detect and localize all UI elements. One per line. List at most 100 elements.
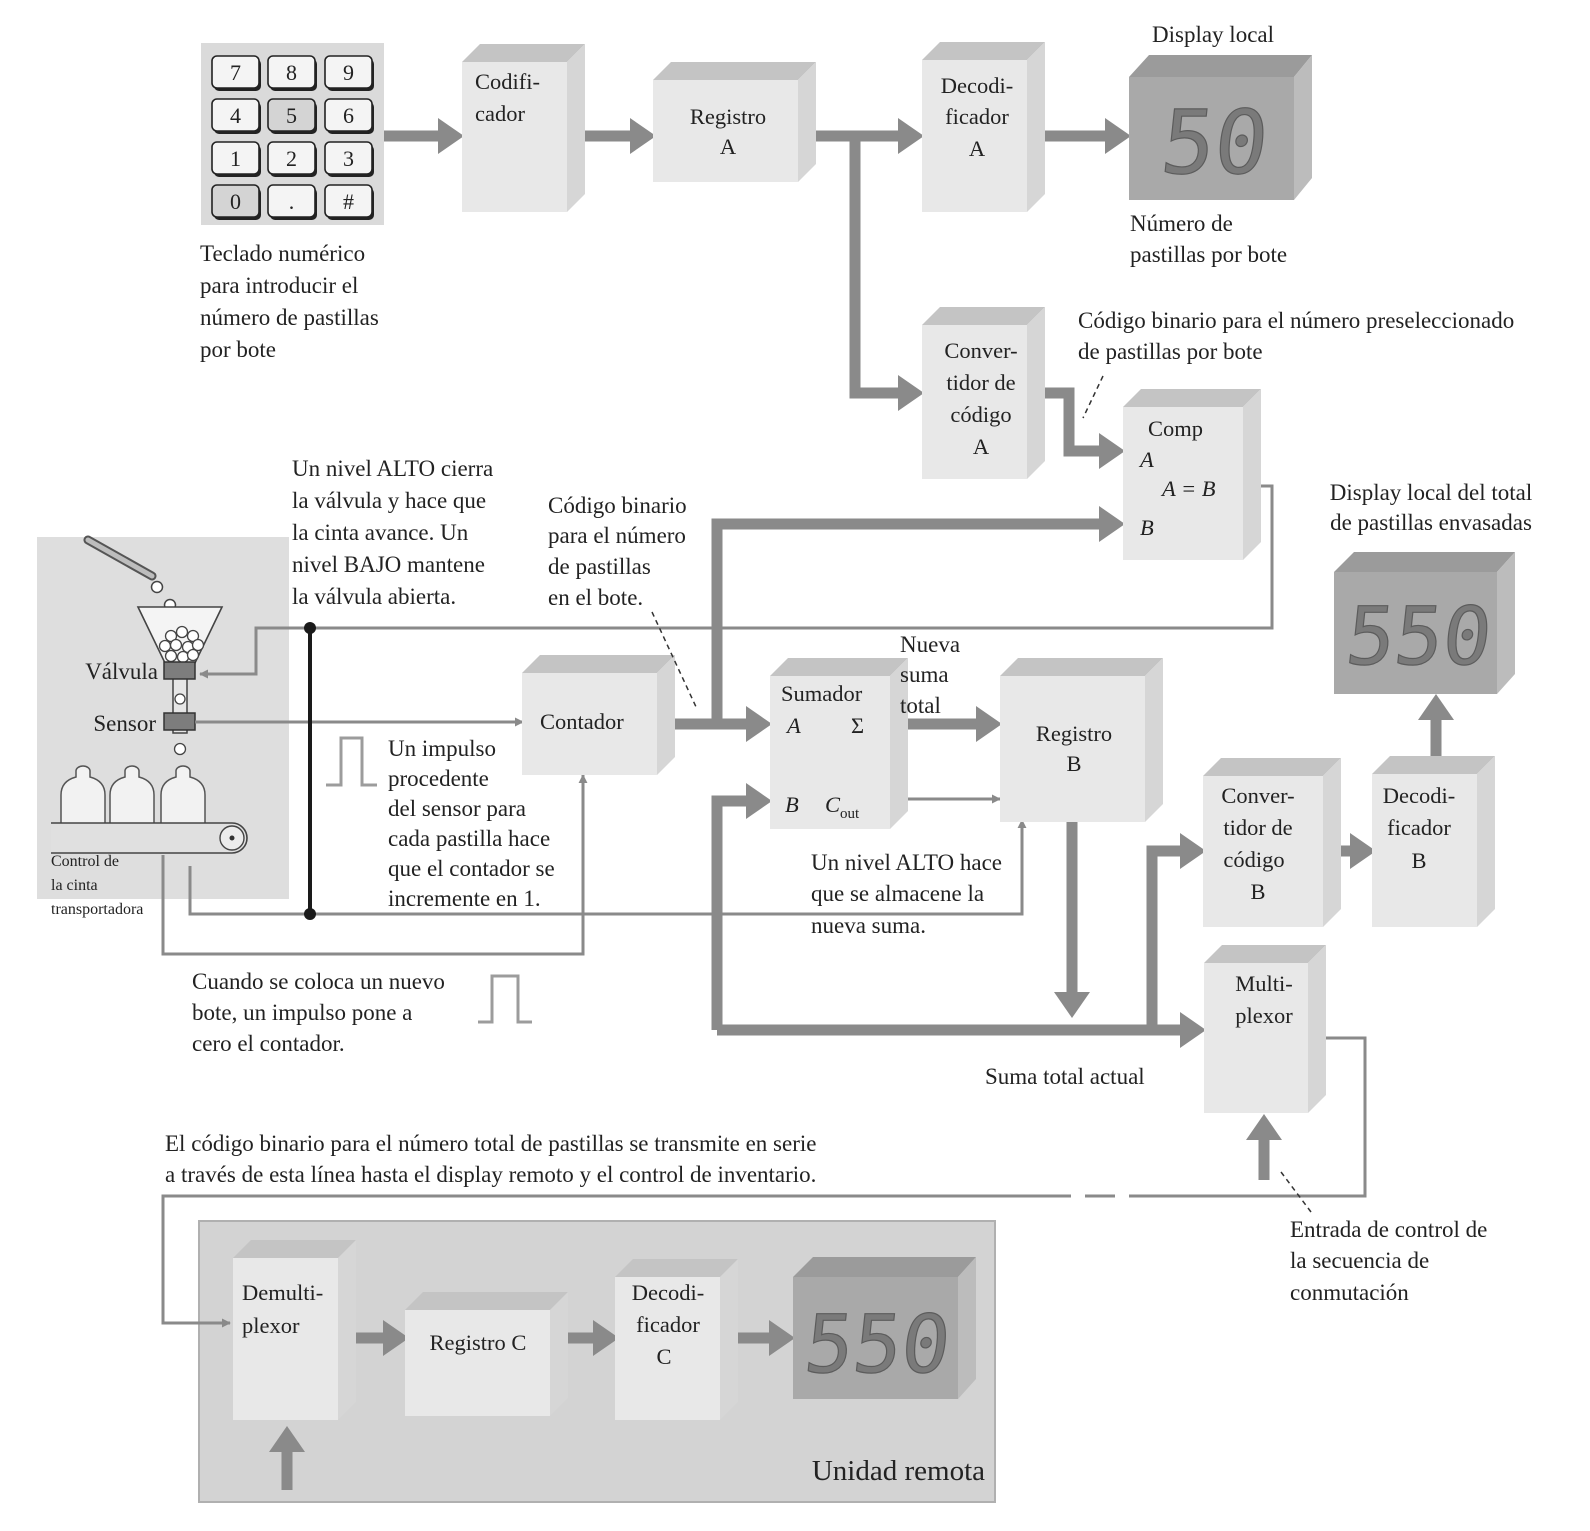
svg-text:Entrada de control de: Entrada de control de xyxy=(1290,1217,1487,1242)
svg-text:6: 6 xyxy=(343,103,354,128)
comparator-block xyxy=(1123,389,1261,560)
demultiplexer-block xyxy=(233,1240,356,1420)
svg-text:por bote: por bote xyxy=(200,337,276,362)
svg-text:Decodi-: Decodi- xyxy=(941,73,1013,98)
keypad-key: 3 xyxy=(324,141,374,177)
sensor-pulse-annotation: Un impulso procedente del sensor para ca… xyxy=(388,736,555,911)
svg-text:tidor de: tidor de xyxy=(1223,815,1292,840)
svg-text:5: 5 xyxy=(286,103,297,128)
machine-panel: Válvula Sensor Control de la cinta trans… xyxy=(37,535,289,918)
svg-text:cada pastilla hace: cada pastilla hace xyxy=(388,826,550,851)
svg-text:código: código xyxy=(950,402,1011,427)
svg-text:código: código xyxy=(1223,847,1284,872)
adder-block xyxy=(770,658,908,829)
keypad-key: 7 xyxy=(211,55,261,91)
svg-text:Demulti-: Demulti- xyxy=(242,1280,323,1305)
svg-text:la válvula y hace que: la válvula y hace que xyxy=(292,488,486,513)
svg-text:Teclado numérico: Teclado numérico xyxy=(200,241,365,266)
svg-text:la cinta avance. Un: la cinta avance. Un xyxy=(292,520,469,545)
svg-text:plexor: plexor xyxy=(1235,1003,1293,1028)
reset-pulse-annotation: Cuando se coloca un nuevo bote, un impul… xyxy=(192,969,445,1056)
total-display-title: Display local del total de pastillas env… xyxy=(1330,480,1532,535)
svg-text:Display local del total: Display local del total xyxy=(1330,480,1532,505)
svg-text:plexor: plexor xyxy=(242,1313,300,1338)
svg-text:0: 0 xyxy=(230,189,241,214)
svg-text:Registro C: Registro C xyxy=(430,1330,527,1355)
valve-label: Válvula xyxy=(85,659,158,684)
high-level-control-bus xyxy=(304,622,316,920)
svg-text:bote, un impulso pone a: bote, un impulso pone a xyxy=(192,1000,412,1025)
svg-text:Sumador: Sumador xyxy=(781,681,863,706)
keypad-key: 5 xyxy=(267,98,317,134)
svg-text:A: A xyxy=(1138,447,1154,472)
svg-text:B: B xyxy=(785,792,799,817)
svg-text:Cuando se coloca un nuevo: Cuando se coloca un nuevo xyxy=(192,969,445,994)
svg-text:Código binario: Código binario xyxy=(548,493,687,518)
svg-text:conmutación: conmutación xyxy=(1290,1280,1409,1305)
svg-text:suma: suma xyxy=(900,662,949,687)
svg-text:procedente: procedente xyxy=(388,766,489,791)
svg-text:Contador: Contador xyxy=(540,709,624,734)
decoder-c-block xyxy=(615,1259,738,1420)
svg-text:A: A xyxy=(720,134,737,159)
valve xyxy=(163,661,196,680)
remote-control-input-bus xyxy=(269,1426,305,1490)
register-c-block xyxy=(405,1292,568,1416)
svg-text:#: # xyxy=(343,189,354,214)
svg-text:ficador: ficador xyxy=(945,104,1009,129)
svg-text:Número de: Número de xyxy=(1130,211,1233,236)
code-converter-b-block-label: Conver- tidor de código B xyxy=(1221,783,1294,904)
svg-text:la secuencia de: la secuencia de xyxy=(1290,1248,1429,1273)
svg-text:la cinta: la cinta xyxy=(51,877,98,894)
svg-text:Código binario para el número: Código binario para el número preselecci… xyxy=(1078,308,1514,333)
counter-block-label: Contador xyxy=(540,709,624,734)
svg-text:Conver-: Conver- xyxy=(944,338,1017,363)
svg-text:para el número: para el número xyxy=(548,523,686,548)
svg-text:Un impulso: Un impulso xyxy=(388,736,496,761)
decoder-a-block xyxy=(922,42,1045,212)
control-input-to-mux-bus xyxy=(1246,1114,1282,1180)
sensor-label: Sensor xyxy=(93,711,156,736)
local-display: 50 Display local Número de pastillas por… xyxy=(1129,22,1312,267)
svg-text:B: B xyxy=(1411,848,1426,873)
svg-text:Comp: Comp xyxy=(1148,416,1203,441)
svg-text:transportadora: transportadora xyxy=(51,901,143,918)
svg-text:Registro: Registro xyxy=(690,104,766,129)
local-display-caption: Número de pastillas por bote xyxy=(1130,211,1287,267)
remote-display: 550 xyxy=(793,1257,976,1399)
svg-text:A: A xyxy=(785,713,801,738)
total-display: 550 Display local del total de pastillas… xyxy=(1330,480,1532,694)
code-converter-b-block xyxy=(1203,758,1341,927)
svg-text:número de pastillas: número de pastillas xyxy=(200,305,379,330)
svg-text:tidor de: tidor de xyxy=(946,370,1015,395)
comparator-block-label: Comp A A = B B xyxy=(1138,416,1216,540)
svg-text:B: B xyxy=(1140,515,1154,540)
svg-text:9: 9 xyxy=(343,60,354,85)
adder-block-label: Sumador A Σ B Cout xyxy=(781,681,864,822)
keypad-key: . xyxy=(267,184,317,220)
new-sum-annotation: Nueva suma total xyxy=(900,632,960,718)
svg-text:cador: cador xyxy=(475,101,525,126)
keypad-caption: Teclado numérico para introducir el núme… xyxy=(200,241,379,362)
block-labels: Codifi- cador Registro A Decodi- ficador… xyxy=(242,69,1455,1369)
total-display-value: 550 xyxy=(1342,590,1496,683)
svg-text:Control de: Control de xyxy=(51,853,119,870)
svg-text:incremente en 1.: incremente en 1. xyxy=(388,886,541,911)
svg-text:El código binario para el núme: El código binario para el número total d… xyxy=(165,1131,816,1156)
svg-text:.: . xyxy=(289,189,295,214)
svg-text:Decodi-: Decodi- xyxy=(632,1280,704,1305)
control-signal-lines xyxy=(161,484,1367,1328)
svg-text:B: B xyxy=(1250,879,1265,904)
binary-preset-annotation: Código binario para el número preselecci… xyxy=(1078,308,1514,419)
svg-text:cero el contador.: cero el contador. xyxy=(192,1031,345,1056)
register-a-block-label: Registro A xyxy=(690,104,766,159)
current-sum-to-mux-bus xyxy=(717,1012,1206,1048)
high-level-valve-annotation: Un nivel ALTO cierra la válvula y hace q… xyxy=(292,456,493,609)
svg-text:nueva suma.: nueva suma. xyxy=(811,913,926,938)
register-a-block xyxy=(653,62,816,182)
svg-text:Nueva: Nueva xyxy=(900,632,960,657)
svg-text:Codifi-: Codifi- xyxy=(475,69,540,94)
adder-b-arrowhead xyxy=(736,783,772,819)
